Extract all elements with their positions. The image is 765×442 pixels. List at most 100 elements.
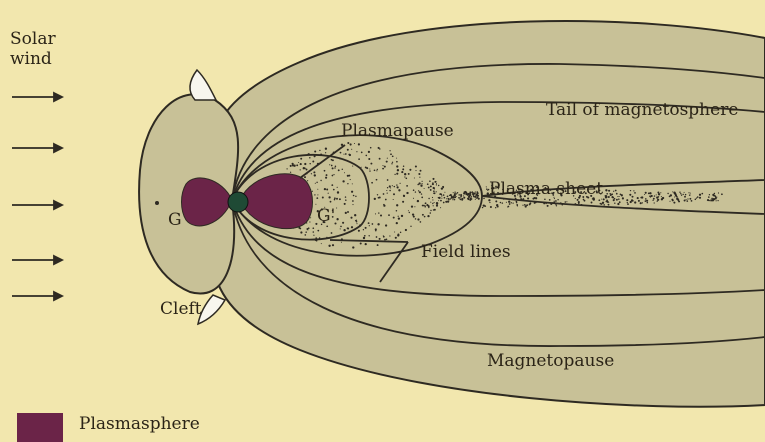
plasma-particle (363, 237, 365, 239)
plasma-particle (477, 197, 479, 199)
plasma-particle (600, 203, 602, 205)
plasma-particle (458, 194, 460, 196)
plasma-particle (464, 191, 466, 193)
plasma-particle (330, 201, 332, 203)
plasma-particle (673, 202, 675, 204)
plasma-particle (647, 202, 649, 204)
plasma-particle (368, 235, 369, 236)
plasma-particle (359, 224, 361, 226)
plasma-particle (475, 191, 476, 192)
plasma-particle (616, 199, 618, 201)
plasma-particle (343, 154, 344, 155)
plasma-particle (392, 155, 394, 157)
plasma-particle (653, 198, 655, 200)
plasma-particle (632, 196, 634, 198)
plasma-particle (640, 197, 642, 199)
plasma-particle (338, 169, 340, 171)
plasma-particle (324, 188, 326, 190)
plasma-particle (350, 143, 352, 145)
plasma-particle (315, 237, 317, 239)
plasma-particle (721, 193, 723, 195)
plasma-particle (311, 173, 312, 174)
plasma-particle (699, 194, 701, 196)
plasma-particle (350, 179, 351, 180)
plasma-particle (495, 207, 496, 208)
plasma-particle (685, 194, 686, 195)
plasma-particle (448, 199, 449, 200)
plasma-particle (403, 166, 404, 167)
solar-wind-label-line2: wind (10, 49, 52, 69)
plasma-particle (383, 205, 385, 207)
plasma-particle (646, 200, 648, 202)
plasma-particle (483, 198, 485, 200)
plasma-particle (708, 196, 710, 198)
plasma-particle (689, 198, 691, 200)
plasma-particle (496, 204, 498, 206)
plasma-particle (441, 195, 442, 196)
plasma-particle (580, 204, 581, 205)
plasma-particle (378, 147, 380, 149)
plasma-particle (340, 228, 341, 229)
plasma-particle (365, 166, 367, 168)
plasma-particle (337, 187, 338, 188)
plasma-particle (638, 200, 640, 202)
plasma-particle (446, 198, 447, 199)
plasma-particle (331, 165, 333, 167)
plasma-particle (444, 197, 446, 199)
plasma-particle (414, 206, 415, 207)
plasma-particle (410, 226, 411, 227)
plasma-particle (351, 226, 353, 228)
plasma-particle (610, 194, 612, 196)
g-label-left: G (168, 210, 182, 230)
plasma-particle (436, 183, 437, 184)
plasma-particle (396, 161, 398, 163)
plasma-particle (654, 195, 655, 196)
plasma-particle (352, 204, 353, 205)
plasma-particle (360, 242, 362, 244)
plasma-particle (422, 181, 423, 182)
plasma-particle (427, 183, 429, 185)
plasma-particle (300, 158, 302, 160)
plasma-particle (555, 200, 557, 202)
plasma-particle (717, 200, 718, 201)
plasma-particle (424, 188, 425, 189)
plasma-particle (500, 202, 502, 204)
plasma-particle (332, 167, 334, 169)
plasma-particle (608, 202, 609, 203)
plasma-particle (421, 197, 423, 199)
plasma-particle (608, 190, 610, 192)
plasma-particle (431, 186, 432, 187)
plasma-particle (428, 207, 429, 208)
plasma-particle (394, 174, 395, 175)
plasma-particle (534, 202, 536, 204)
plasma-particle (336, 207, 337, 208)
plasma-particle (396, 204, 398, 206)
plasma-particle (716, 197, 717, 198)
plasma-particle (354, 143, 355, 144)
plasma-particle (430, 189, 432, 191)
plasma-particle (379, 238, 381, 240)
plasma-particle (386, 238, 388, 240)
plasma-particle (312, 161, 314, 163)
plasma-particle (476, 196, 477, 197)
plasma-particle (714, 193, 715, 194)
plasma-particle (509, 203, 511, 205)
plasma-particle (470, 197, 472, 199)
plasma-particle (406, 185, 408, 187)
plasma-particle (383, 236, 385, 238)
plasma-particle (393, 193, 395, 195)
plasma-particle (661, 196, 662, 197)
plasma-particle (627, 202, 628, 203)
plasma-particle (688, 192, 689, 193)
plasma-particle (396, 222, 398, 224)
plasma-particle (435, 181, 437, 183)
plasma-particle (314, 194, 315, 195)
plasma-particle (415, 170, 416, 171)
plasma-particle (428, 205, 429, 206)
plasma-particle (672, 199, 674, 201)
plasma-particle (342, 222, 344, 224)
plasma-particle (309, 221, 310, 222)
plasma-particle (686, 200, 688, 202)
plasma-particle (365, 155, 367, 157)
plasma-particle (300, 163, 302, 165)
